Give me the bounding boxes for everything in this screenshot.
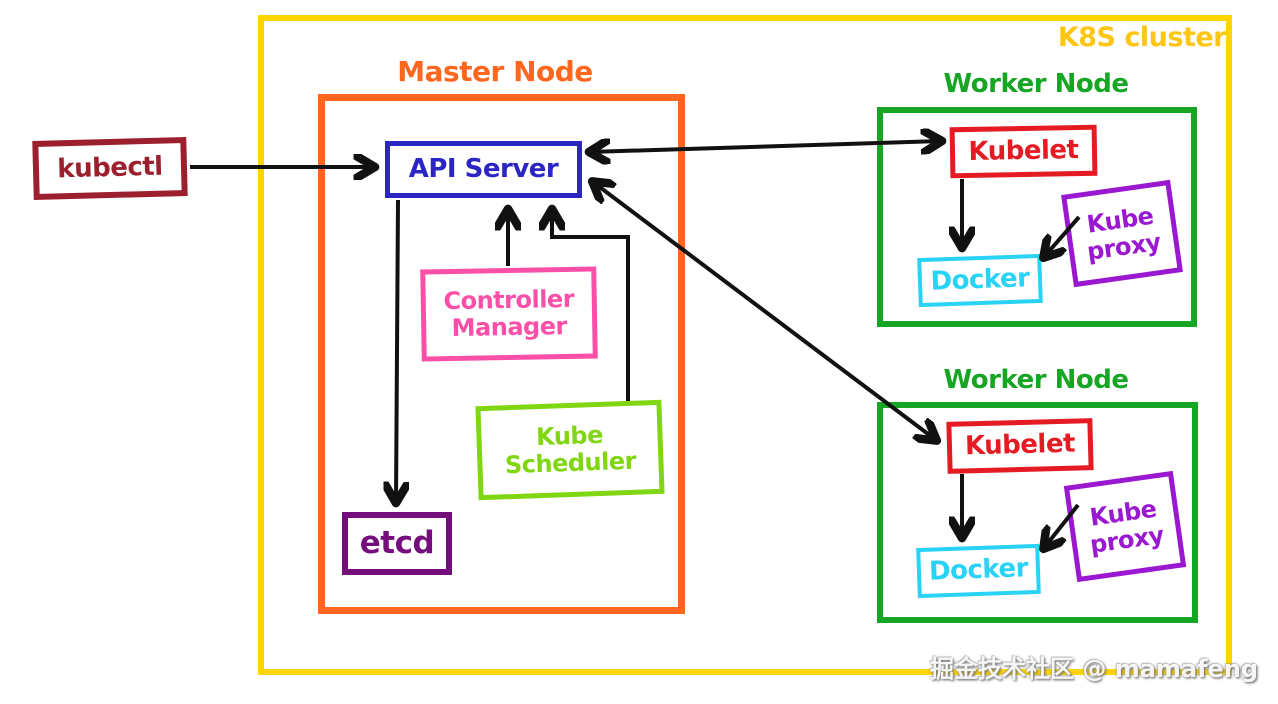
kubelet-1-node: Kubelet [949,124,1098,179]
docker-2-node: Docker [916,543,1041,599]
api-server-node: API Server [385,141,582,198]
docker-1-node: Docker [917,253,1043,308]
kube-proxy-2-node: Kube proxy [1063,470,1187,583]
master-node-label: Master Node [397,55,593,88]
worker-node-2-box [877,402,1198,623]
k8s-cluster-box [258,15,1232,675]
kube-proxy-1-node: Kube proxy [1061,179,1183,288]
worker-node-1-label: Worker Node [943,69,1129,99]
kubectl-node: kubectl [32,136,188,201]
controller-manager-node: Controller Manager [420,266,598,362]
kube-scheduler-node: Kube Scheduler [475,399,665,501]
worker-node-2-label: Worker Node [943,365,1129,395]
k8s-cluster-label: K8S cluster [1057,22,1227,53]
kubelet-2-node: Kubelet [946,418,1094,474]
etcd-node: etcd [342,512,452,575]
watermark: 掘金技术社区 @ mamafeng [930,655,1259,683]
